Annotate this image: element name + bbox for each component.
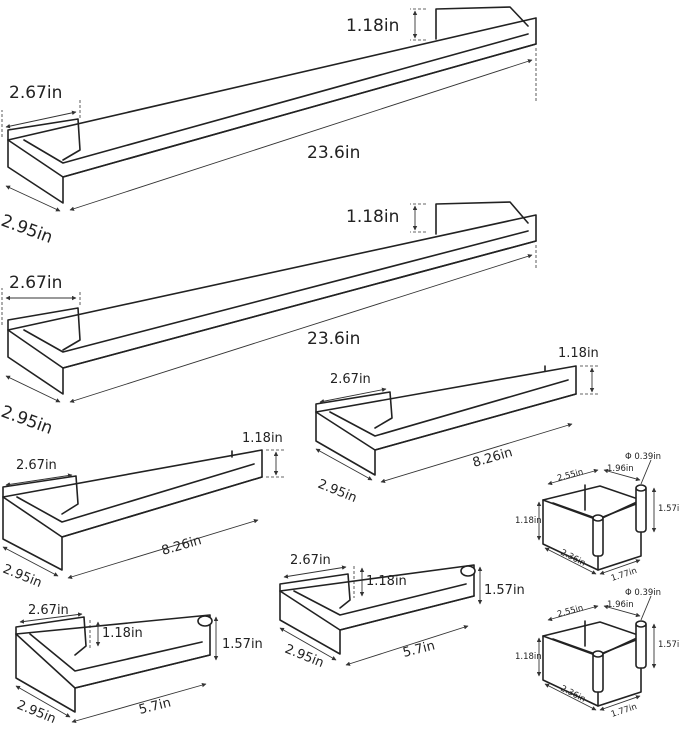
robe-hook-bottom-height-left-label: 1.18in xyxy=(515,652,542,662)
hand-bar-left-width-label: 2.67in xyxy=(16,458,57,473)
hand-bar-right-width-label: 2.67in xyxy=(330,372,371,387)
tp-holder-left-width-label: 2.67in xyxy=(28,603,69,618)
long-bar-bottom-length-label: 23.6in xyxy=(307,329,360,349)
hand-bar-left-length-label: 8.26in xyxy=(160,533,203,559)
tp-holder-right-height-label: 1.18in xyxy=(366,574,407,589)
tp-holder-left-post-label: 1.57in xyxy=(222,637,263,652)
tp-holder-right-width-label: 2.67in xyxy=(290,553,331,568)
long-bar-bottom-height-label: 1.18in xyxy=(346,207,399,227)
robe-hook-bottom-width-label: 2.55in xyxy=(556,603,584,620)
hand-towel-bar-right xyxy=(315,365,600,483)
long-bar-top-width-label: 2.67in xyxy=(9,83,62,103)
hand-bar-left-height-label: 1.18in xyxy=(242,431,283,446)
robe-hook-top-top-label: 1.96in xyxy=(607,464,634,474)
long-towel-bar-top xyxy=(1,6,537,212)
robe-hook-top-width-label: 2.55in xyxy=(556,467,584,484)
long-bar-bottom-depth-label: 2.95in xyxy=(0,402,55,439)
robe-hook-bottom-height-right-label: 1.57in xyxy=(658,640,679,650)
hand-bar-right-depth-label: 2.95in xyxy=(316,477,359,506)
tp-holder-left-height-label: 1.18in xyxy=(102,626,143,641)
robe-hook-top-diameter-label: Φ 0.39in xyxy=(625,452,661,462)
long-bar-bottom-width-label: 2.67in xyxy=(9,273,62,293)
tp-holder-left-length-label: 5.7in xyxy=(137,695,172,717)
hand-bar-right-height-label: 1.18in xyxy=(558,346,599,361)
long-bar-top-depth-label: 2.95in xyxy=(0,211,55,248)
robe-hook-top xyxy=(536,459,657,575)
tp-holder-right-depth-label: 2.95in xyxy=(283,642,326,671)
robe-hook-top-height-left-label: 1.18in xyxy=(515,516,542,526)
hand-towel-bar-left xyxy=(2,449,284,579)
robe-hook-top-height-right-label: 1.57in xyxy=(658,504,679,514)
hand-bar-left-depth-label: 2.95in xyxy=(1,562,44,591)
tp-holder-right-length-label: 5.7in xyxy=(401,638,436,660)
robe-hook-bottom-top-label: 1.96in xyxy=(607,600,634,610)
long-bar-top-height-label: 1.18in xyxy=(346,16,399,36)
tp-holder-right-post-label: 1.57in xyxy=(484,583,525,598)
robe-hook-bottom-diameter-label: Φ 0.39in xyxy=(625,588,661,598)
hand-bar-right-length-label: 8.26in xyxy=(471,445,514,471)
tp-holder-left-depth-label: 2.95in xyxy=(15,698,58,727)
long-towel-bar-bottom xyxy=(1,201,537,403)
robe-hook-bottom xyxy=(536,595,657,711)
tp-holder-left xyxy=(15,612,219,724)
long-bar-top-length-label: 23.6in xyxy=(307,143,360,163)
tp-holder-right xyxy=(279,564,483,666)
